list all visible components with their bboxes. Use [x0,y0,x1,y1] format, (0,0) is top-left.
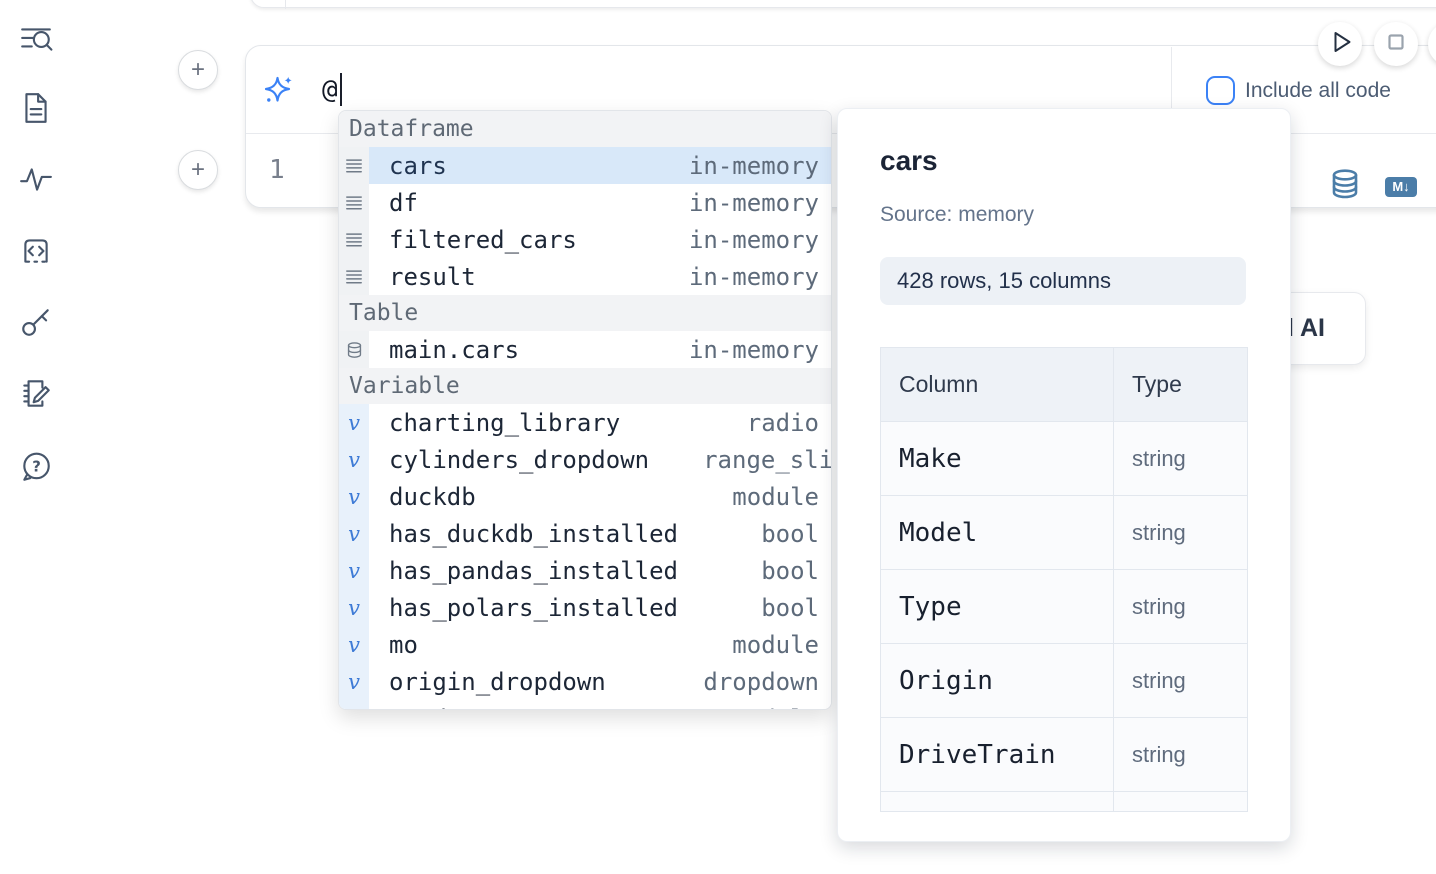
sidebar-item-table-of-contents[interactable] [19,24,53,58]
variable-icon: v [339,552,369,589]
ai-sparkle-icon [264,75,294,110]
dataframe-rows-icon [339,258,369,295]
include-all-code-checkbox[interactable] [1206,76,1235,105]
variable-icon: v [339,626,369,663]
add-cell-above-button[interactable]: + [178,50,218,90]
completion-item-has-duckdb-installed[interactable]: v has_duckdb_installed bool [339,515,831,552]
cell-divider [285,0,286,9]
variable-icon: v [339,441,369,478]
completion-item-origin-dropdown[interactable]: v origin_dropdown dropdown [339,663,831,700]
ai-prompt-input[interactable]: @ [322,73,342,106]
completion-section-table: Table [339,295,831,331]
type-header: Type [1132,371,1182,397]
previous-cell-edge [250,0,1436,9]
notebook-edit-icon [19,377,53,416]
completion-item-has-polars-installed[interactable]: v has_polars_installed bool [339,589,831,626]
activity-icon [19,162,53,201]
table-row-clipped [881,791,1247,811]
code-editor[interactable]: 1 M↓ [246,134,1436,207]
ai-prompt-bar: @ Include all code [246,46,1436,134]
completion-dropdown: Dataframe cars in-memory df in-memory fi… [338,110,832,710]
preview-title: cars [880,145,938,176]
schema-table-header: Column Type [881,348,1247,421]
column-header: Column [881,348,1114,421]
schema-table: Column Type Make string Model string Typ… [880,347,1248,812]
sidebar-item-scratchpad[interactable] [19,379,53,413]
line-number: 1 [269,155,285,185]
run-cell-button[interactable] [1318,22,1362,66]
table-row: Type string [881,569,1247,643]
table-row: Make string [881,421,1247,495]
sidebar-item-secrets[interactable] [19,307,53,341]
sidebar-item-snippets[interactable] [19,236,53,270]
dataframe-rows-icon [339,221,369,258]
help-chat-icon: ? [19,450,53,489]
completion-item-filtered-cars[interactable]: filtered_cars in-memory [339,221,831,258]
sidebar: ? [0,0,72,874]
dataframe-preview-panel: cars Source: memory 428 rows, 15 columns… [837,108,1291,842]
dataframe-rows-icon [339,184,369,221]
completion-item-has-pandas-installed[interactable]: v has_pandas_installed bool [339,552,831,589]
play-icon [1318,20,1362,69]
variable-icon: v [339,589,369,626]
sidebar-item-help[interactable]: ? [19,452,53,486]
completion-item-duckdb[interactable]: v duckdb module [339,478,831,515]
completion-item-result[interactable]: result in-memory [339,258,831,295]
more-run-button[interactable] [1428,22,1436,66]
key-icon [19,305,53,344]
completion-item-cylinders-dropdown[interactable]: v cylinders_dropdown range_slider [339,441,831,478]
ai-button-label: l AI [1287,314,1325,342]
table-row: DriveTrain string [881,717,1247,791]
completion-item-cars[interactable]: cars in-memory [339,147,831,184]
stop-button[interactable] [1374,22,1418,66]
database-cell-icon[interactable] [1331,168,1359,205]
svg-text:?: ? [32,457,41,475]
completion-section-dataframe: Dataframe [339,111,831,147]
variable-icon: v [339,404,369,441]
document-icon [19,91,53,130]
code-cell-icon [19,234,53,273]
completion-item-charting-library[interactable]: v charting_library radio [339,404,831,441]
variable-icon: v [339,478,369,515]
search-list-icon [19,22,53,61]
completion-item-pandas[interactable]: v pandas module [339,700,831,709]
completion-item-main-cars[interactable]: main.cars in-memory [339,331,831,368]
add-cell-below-button[interactable]: + [178,150,218,190]
variable-icon: v [339,700,369,709]
preview-source: Source: memory [880,203,1035,226]
markdown-cell-icon[interactable]: M↓ [1385,176,1417,197]
dataframe-rows-icon [339,147,369,184]
preview-shape-badge: 428 rows, 15 columns [880,257,1246,305]
variable-icon: v [339,663,369,700]
variable-icon: v [339,515,369,552]
completion-section-variable: Variable [339,368,831,404]
text-caret [339,73,342,106]
include-all-code-label: Include all code [1245,78,1391,102]
sidebar-item-files[interactable] [19,91,53,130]
prompt-text: @ [322,74,338,105]
completion-item-df[interactable]: df in-memory [339,184,831,221]
table-row: Origin string [881,643,1247,717]
divider [1171,47,1172,132]
completion-item-mo[interactable]: v mo module [339,626,831,663]
table-row: Model string [881,495,1247,569]
sidebar-item-activity[interactable] [19,164,53,198]
stop-icon [1374,20,1418,69]
table-database-icon [339,331,369,368]
